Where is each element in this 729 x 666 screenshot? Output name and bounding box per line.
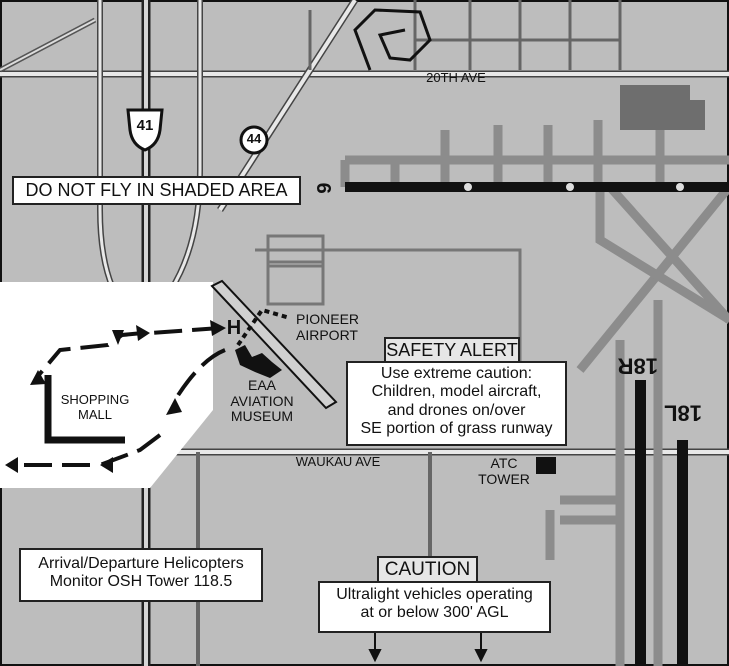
helicopter-note: Arrival/Departure Helicopters Monitor OS… <box>19 548 263 602</box>
helipad-label: H <box>226 317 242 339</box>
runway-18l-label: 18L <box>664 400 702 426</box>
pioneer-airport-label: PIONEER AIRPORT <box>296 311 360 343</box>
hwy-44-shield-icon <box>239 125 269 155</box>
runway-18l <box>677 440 688 666</box>
museum-building <box>235 345 282 378</box>
safety-alert-body: Use extreme caution: Children, model air… <box>346 361 567 446</box>
us-41-label: 41 <box>136 117 154 134</box>
loop-road <box>353 8 432 71</box>
runways <box>345 182 729 666</box>
us-41-shield-icon <box>126 108 164 152</box>
caution-body: Ultralight vehicles operating at or belo… <box>318 581 551 633</box>
grass-runway <box>210 279 338 410</box>
runway-9-label: 9 <box>313 182 336 194</box>
atc-tower-symbol <box>536 457 556 474</box>
road-label-20th: 20TH AVE <box>426 70 486 85</box>
caution-header: CAUTION <box>377 556 478 583</box>
safety-alert-header: SAFETY ALERT <box>384 337 520 363</box>
road-label-waukau: WAUKAU AVE <box>295 454 381 469</box>
runway-18r-label: 18R <box>617 353 658 379</box>
museum-label: EAA AVIATION MUSEUM <box>230 377 294 425</box>
runway-18r <box>635 380 646 666</box>
shopping-mall-label: SHOPPING MALL <box>60 392 130 422</box>
shopping-mall-outline <box>44 375 125 444</box>
taxiways <box>340 110 729 666</box>
terminal-apron <box>620 85 705 130</box>
helicopter-route-arrows <box>5 320 226 473</box>
runway-9 <box>345 182 729 192</box>
atc-tower-label: ATC TOWER <box>478 455 530 487</box>
no-fly-title: DO NOT FLY IN SHADED AREA <box>12 176 301 205</box>
helicopter-routes <box>8 326 226 467</box>
hwy-44-label: 44 <box>246 131 262 146</box>
